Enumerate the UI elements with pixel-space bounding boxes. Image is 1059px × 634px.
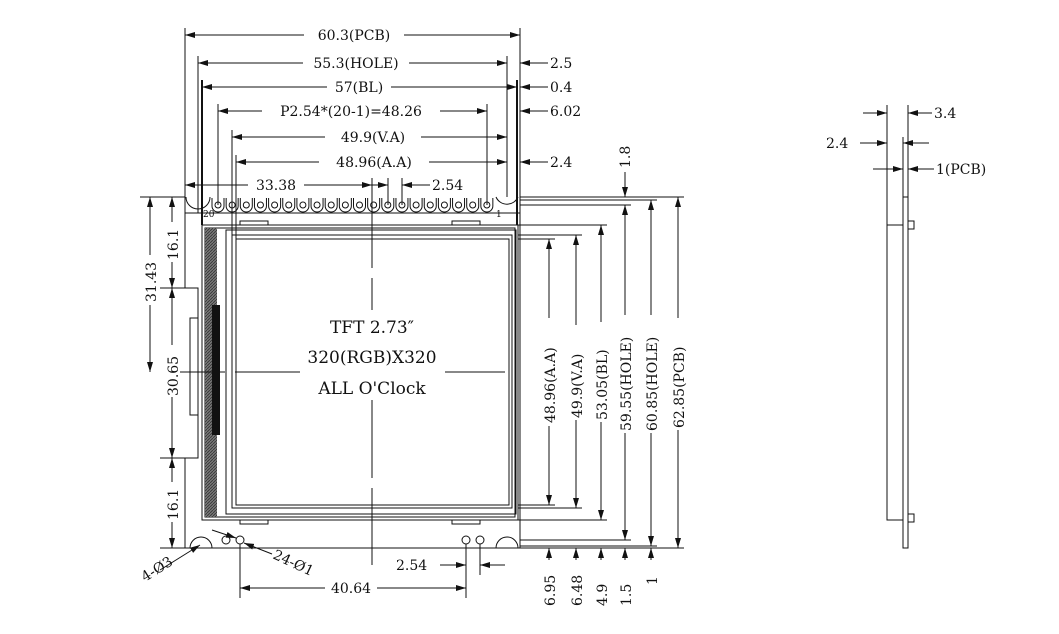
bottom-pin-holes	[221, 535, 485, 545]
pin-pad	[253, 198, 267, 213]
svg-text:P2.54*(20-1)=48.26: P2.54*(20-1)=48.26	[280, 104, 422, 120]
svg-text:60.3(PCB): 60.3(PCB)	[318, 28, 391, 44]
pin-label-first: 20	[203, 210, 215, 220]
svg-text:TFT 2.73″: TFT 2.73″	[330, 318, 414, 338]
pin-hole	[412, 201, 420, 209]
bottom-offsets: 6.95 6.48 4.9 1.5 1	[543, 548, 661, 606]
svg-text:31.43: 31.43	[144, 262, 160, 302]
pin-pad	[310, 198, 324, 213]
pin-hole	[285, 201, 293, 209]
pin-hole	[327, 201, 335, 209]
svg-text:1(PCB): 1(PCB)	[936, 162, 986, 178]
pcb-outline	[184, 196, 560, 549]
svg-text:6.48: 6.48	[570, 575, 586, 606]
svg-text:59.55(HOLE): 59.55(HOLE)	[619, 337, 635, 431]
pin-hole	[440, 201, 448, 209]
pin-pad	[423, 198, 437, 213]
mount-hole-bl	[189, 536, 213, 549]
pin-hole	[341, 201, 349, 209]
pin-pad	[338, 198, 352, 213]
pin-hole	[426, 201, 434, 209]
pin-pad	[395, 198, 409, 213]
svg-text:16.1: 16.1	[166, 229, 182, 260]
svg-text:57(BL): 57(BL)	[335, 80, 383, 96]
pin-pad	[409, 198, 423, 213]
pin-pad	[296, 198, 310, 213]
pin-row	[211, 198, 494, 213]
top-dimensions: 60.3(PCB) 55.3(HOLE) 57(BL) P2.54*(20-1)…	[185, 26, 520, 194]
svg-text:0.4: 0.4	[550, 80, 572, 96]
svg-text:49.9(V.A): 49.9(V.A)	[341, 130, 405, 146]
pin-hole	[242, 201, 250, 209]
svg-text:320(RGB)X320: 320(RGB)X320	[307, 348, 436, 368]
svg-text:53.05(BL): 53.05(BL)	[595, 349, 611, 420]
pin-hole	[271, 201, 279, 209]
svg-text:4.9: 4.9	[595, 584, 611, 606]
svg-text:55.3(HOLE): 55.3(HOLE)	[313, 56, 398, 72]
svg-text:48.96(A.A): 48.96(A.A)	[543, 347, 559, 423]
pin-pad	[367, 198, 381, 213]
svg-text:2.4: 2.4	[826, 136, 848, 152]
svg-text:1.5: 1.5	[619, 584, 635, 606]
svg-text:1: 1	[645, 576, 661, 585]
svg-text:40.64: 40.64	[331, 581, 371, 597]
pin-label-last: 1	[496, 210, 502, 220]
pin-hole	[356, 201, 363, 209]
svg-text:30.65: 30.65	[166, 356, 182, 396]
right-dimensions: 48.96(A.A) 49.9(V.A) 53.05(BL) 59.55(HOL…	[518, 196, 688, 549]
mount-hole-br	[495, 536, 519, 549]
svg-text:2.5: 2.5	[550, 56, 572, 72]
pin-hole	[313, 201, 321, 209]
pin-pad	[466, 198, 480, 213]
svg-text:4-Ø3: 4-Ø3	[139, 554, 176, 586]
svg-text:16.1: 16.1	[166, 489, 182, 520]
svg-text:49.9(V.A): 49.9(V.A)	[570, 354, 586, 418]
svg-text:ALL O'Clock: ALL O'Clock	[317, 379, 426, 399]
pin-pad	[239, 198, 253, 213]
backlight-area	[225, 229, 517, 515]
svg-text:2.54: 2.54	[432, 178, 463, 194]
pin-hole	[469, 201, 477, 209]
pin-hole	[455, 201, 463, 209]
pin-pad	[282, 198, 296, 213]
pin-pad	[324, 198, 338, 213]
svg-text:3.4: 3.4	[934, 106, 956, 122]
svg-text:60.85(HOLE): 60.85(HOLE)	[645, 337, 661, 431]
pin-hole	[370, 201, 378, 209]
fpc-strip	[212, 305, 220, 435]
pin-pad	[381, 198, 395, 213]
side-view: 3.4 2.4 1(PCB)	[826, 105, 986, 549]
pin-hole	[299, 201, 307, 209]
pin-pad	[268, 198, 282, 213]
svg-text:2.4: 2.4	[550, 155, 572, 171]
pin-hole	[256, 201, 264, 209]
svg-text:62.85(PCB): 62.85(PCB)	[672, 347, 688, 428]
pin-pad	[452, 198, 466, 213]
fpc-tail	[189, 317, 199, 416]
pin-pad	[211, 198, 225, 213]
svg-text:2.54: 2.54	[396, 558, 427, 574]
center-label: TFT 2.73″ 320(RGB)X320 ALL O'Clock	[300, 310, 445, 400]
svg-text:33.38: 33.38	[256, 178, 296, 194]
svg-text:1.8: 1.8	[618, 146, 634, 168]
svg-text:6.95: 6.95	[543, 575, 559, 606]
top-right-offsets: 2.5 0.4 6.02 2.4 1.8	[520, 56, 634, 197]
pin-pad	[480, 198, 494, 213]
svg-text:6.02: 6.02	[550, 104, 581, 120]
mount-hole-tr	[495, 196, 519, 205]
svg-text:48.96(A.A): 48.96(A.A)	[336, 155, 412, 171]
svg-text:24-Ø1: 24-Ø1	[270, 547, 316, 580]
pin-pad	[437, 198, 451, 213]
left-dimensions: 31.43 16.1 30.65 16.1	[140, 196, 185, 549]
pin-pad	[353, 198, 366, 213]
